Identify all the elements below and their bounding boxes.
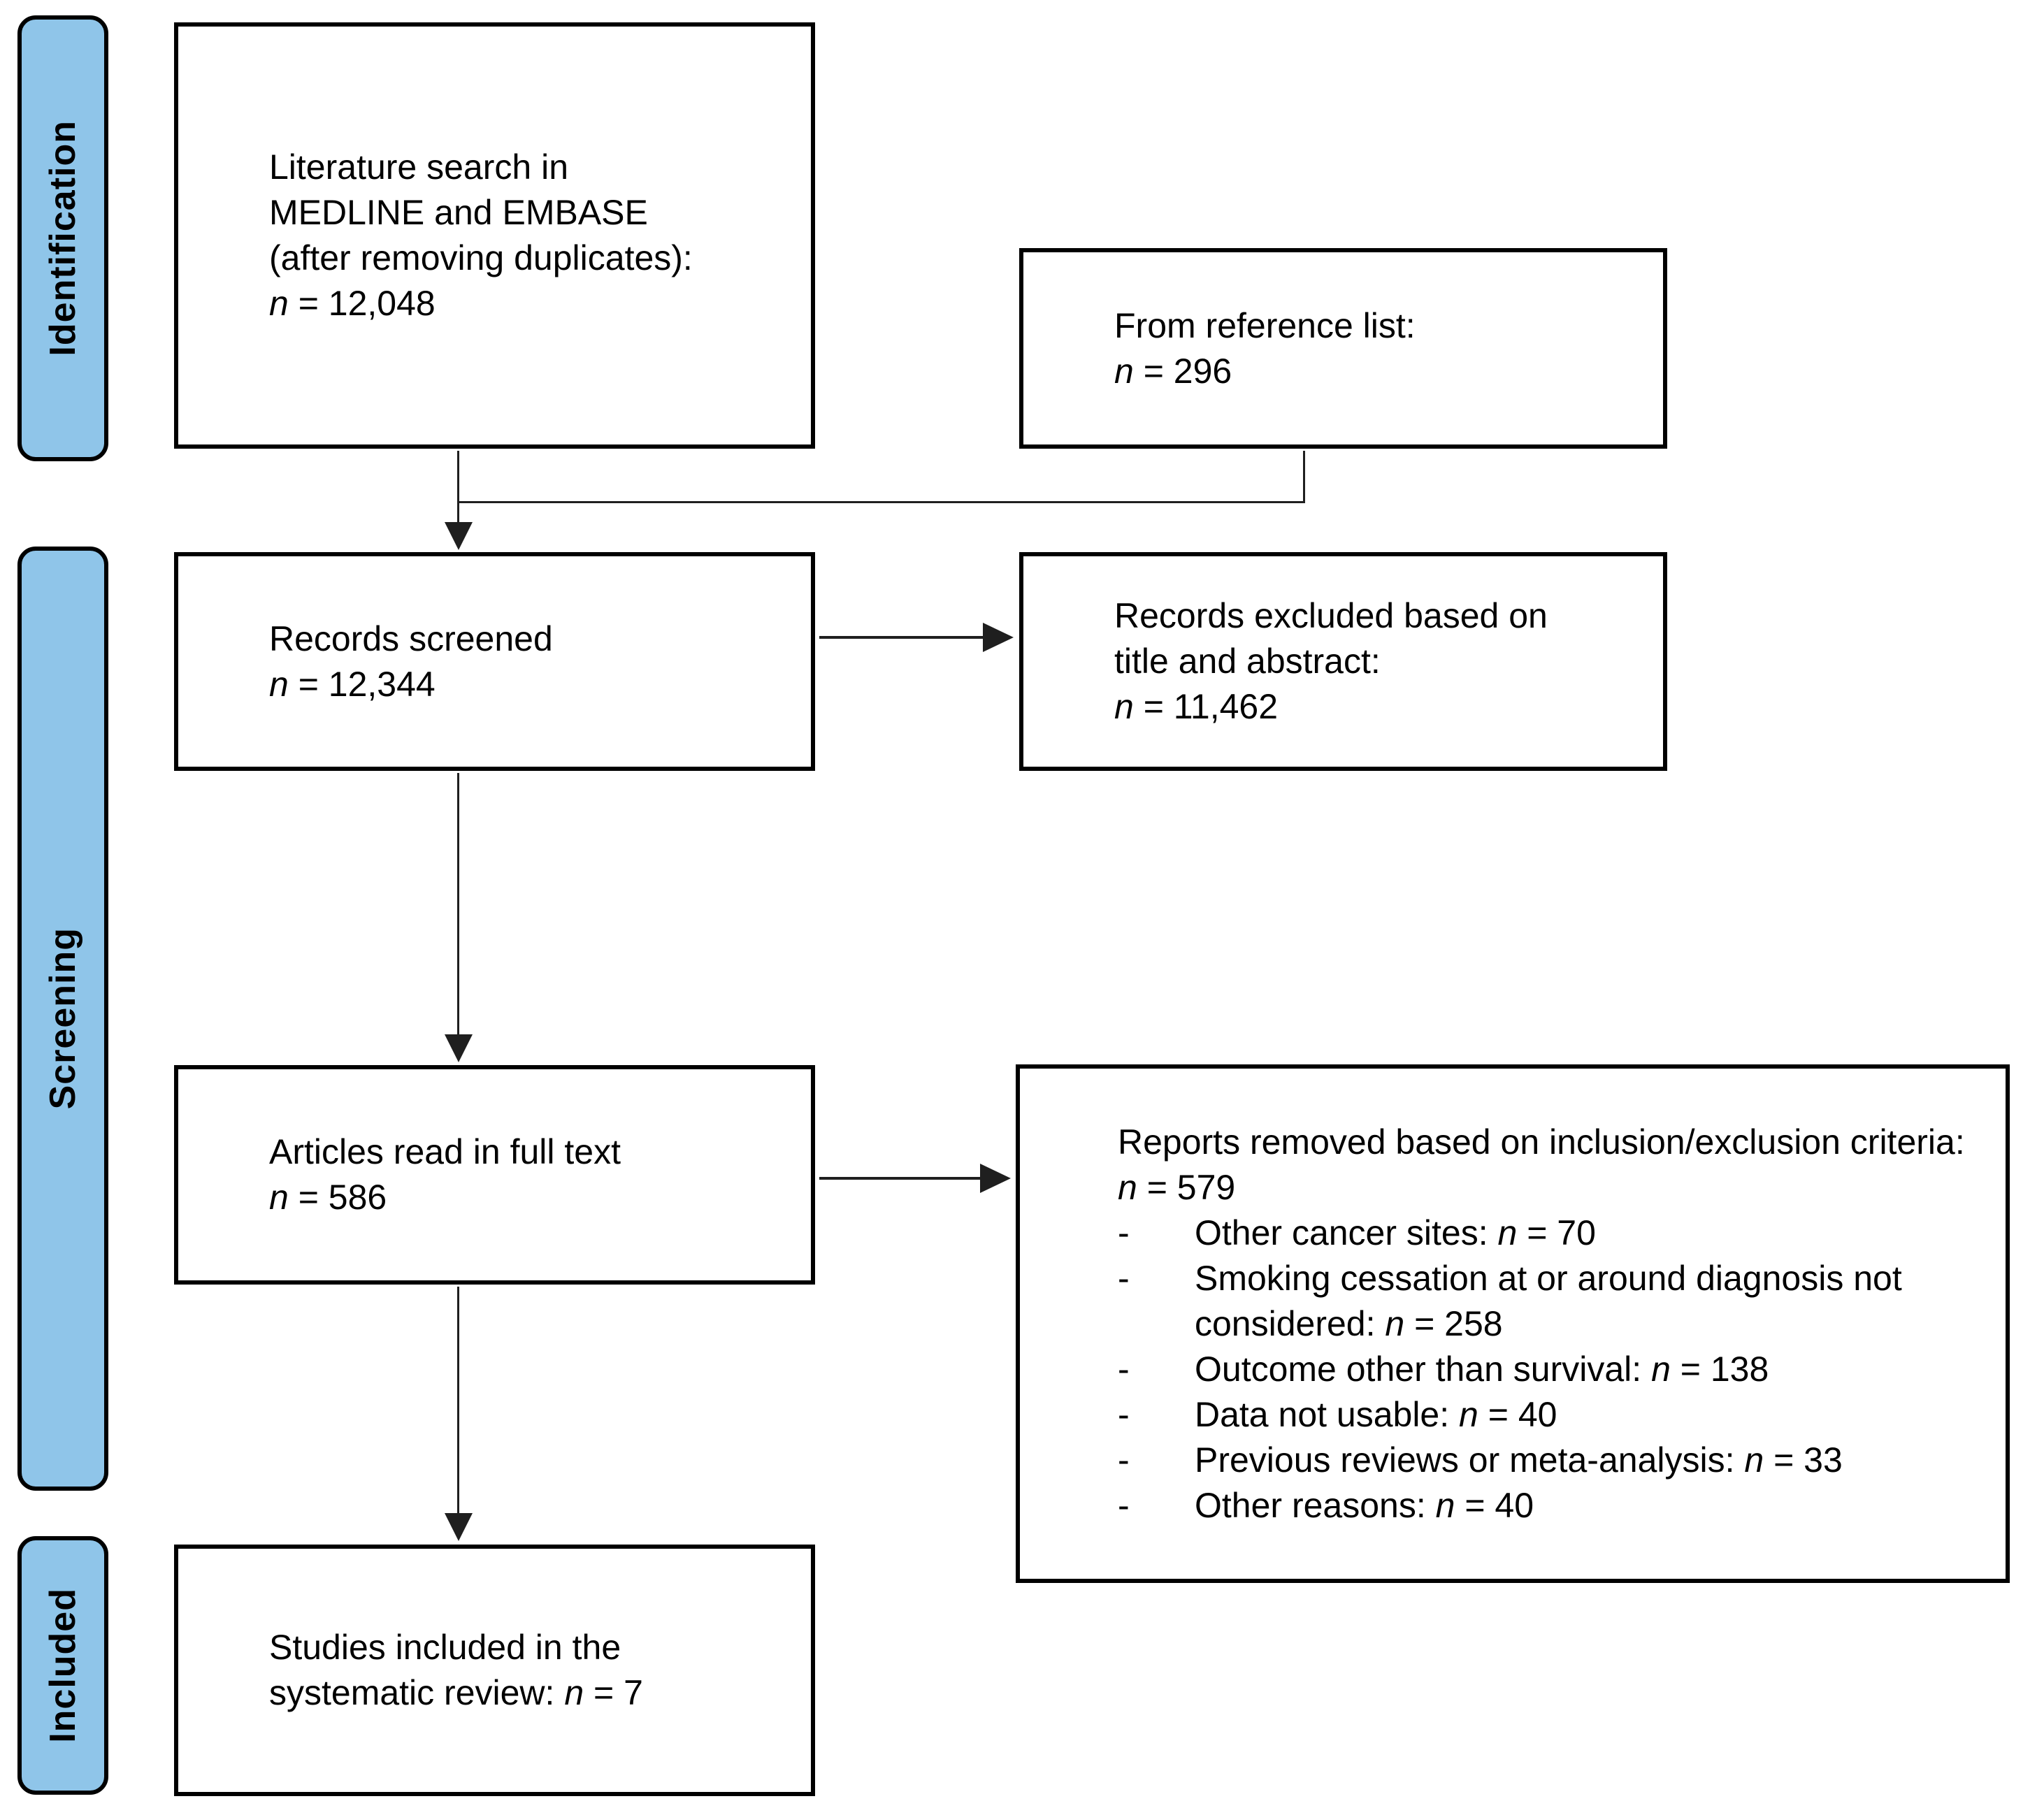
box-fulltext-count: n = 586 [269, 1178, 387, 1217]
list-item: - Previous reviews or meta-analysis: n =… [1118, 1438, 1986, 1483]
exclusion-reason: Smoking cessation at or around diagnosis… [1195, 1258, 1902, 1343]
box-screened-count: n = 12,344 [269, 664, 436, 704]
stage-bar-identification: Identification [17, 15, 108, 461]
box-reference-list: From reference list: n = 296 [1019, 248, 1667, 449]
box-records-screened: Records screened n = 12,344 [174, 552, 815, 771]
connector-screened-to-excluded [819, 636, 986, 639]
bullet-dash: - [1118, 1485, 1130, 1525]
box-included-count: systematic review: n = 7 [269, 1673, 643, 1712]
exclusion-reason: Data not usable: n = 40 [1195, 1394, 1557, 1434]
connector-literature-to-screened [457, 451, 459, 523]
bullet-dash: - [1118, 1394, 1130, 1434]
connector-reference-drop [1303, 451, 1305, 503]
box-full-text-articles: Articles read in full text n = 586 [174, 1065, 815, 1285]
bullet-dash: - [1118, 1258, 1130, 1298]
box-included-line: Studies included in the [269, 1628, 621, 1667]
box-reports-header: Reports removed based on inclusion/exclu… [1118, 1122, 1965, 1207]
bullet-dash: - [1118, 1440, 1130, 1480]
arrowhead-right-icon [983, 623, 1014, 652]
connector-fulltext-to-reports [819, 1177, 983, 1180]
list-item: - Outcome other than survival: n = 138 [1118, 1347, 1986, 1392]
exclusion-reason: Other cancer sites: n = 70 [1195, 1213, 1596, 1252]
box-studies-included: Studies included in the systematic revie… [174, 1545, 815, 1796]
exclusion-reason: Previous reviews or meta-analysis: n = 3… [1195, 1440, 1843, 1480]
box-literature-count: n = 12,048 [269, 284, 436, 323]
list-item: - Other reasons: n = 40 [1118, 1483, 1986, 1528]
arrowhead-right-icon [980, 1164, 1011, 1193]
box-excluded-line: title and abstract: [1114, 642, 1381, 681]
connector-reference-merge [457, 501, 1305, 503]
arrowhead-down-icon [445, 1513, 473, 1541]
box-screened-line: Records screened [269, 619, 553, 658]
stage-label-identification: Identification [43, 120, 83, 356]
box-excluded-line: Records excluded based on [1114, 596, 1548, 635]
box-literature-line: Literature search in [269, 147, 569, 187]
list-item: - Data not usable: n = 40 [1118, 1392, 1986, 1438]
box-reference-line: From reference list: [1114, 305, 1416, 345]
box-literature-line: MEDLINE and EMBASE [269, 193, 648, 232]
stage-label-screening: Screening [43, 927, 83, 1110]
box-literature-search: Literature search in MEDLINE and EMBASE … [174, 22, 815, 449]
list-item: - Other cancer sites: n = 70 [1118, 1210, 1986, 1256]
box-reports-removed: Reports removed based on inclusion/exclu… [1016, 1064, 2010, 1583]
connector-screened-to-fulltext [457, 773, 459, 1036]
box-excluded-count: n = 11,462 [1114, 687, 1279, 726]
stage-bar-included: Included [17, 1536, 108, 1795]
stage-label-included: Included [43, 1588, 83, 1743]
box-literature-line: (after removing duplicates): [269, 238, 693, 277]
list-item: - Smoking cessation at or around diagnos… [1118, 1256, 1986, 1347]
connector-fulltext-to-included [457, 1287, 459, 1514]
exclusion-reason: Outcome other than survival: n = 138 [1195, 1349, 1769, 1389]
stage-bar-screening: Screening [17, 547, 108, 1491]
bullet-dash: - [1118, 1349, 1130, 1389]
bullet-dash: - [1118, 1213, 1130, 1252]
box-fulltext-line: Articles read in full text [269, 1132, 621, 1171]
box-reference-count: n = 296 [1114, 351, 1232, 391]
exclusion-reason: Other reasons: n = 40 [1195, 1485, 1534, 1525]
arrowhead-down-icon [445, 522, 473, 550]
box-records-excluded: Records excluded based on title and abst… [1019, 552, 1667, 771]
arrowhead-down-icon [445, 1034, 473, 1062]
